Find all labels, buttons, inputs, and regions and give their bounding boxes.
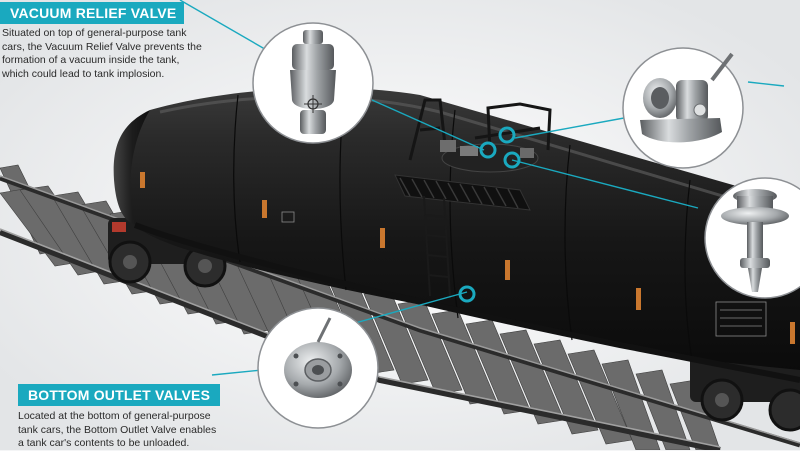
vacuum-relief-valve-description: Situated on top of general-purpose tank …	[2, 27, 202, 80]
placard-stripes	[140, 172, 795, 344]
callout-leaders	[179, 0, 785, 376]
bottom-outlet-valve-icon	[257, 307, 379, 429]
vacuum-relief-marker	[479, 141, 497, 159]
pressure-relief-valve-icon	[704, 177, 800, 299]
bottom-outlet-valves-description: Located at the bottom of general-purpose…	[18, 410, 217, 449]
handrails	[408, 98, 552, 161]
under-frame	[133, 222, 800, 383]
tank-shell	[120, 87, 800, 370]
pressure-relief-marker	[503, 151, 521, 169]
side-ladder	[423, 195, 451, 299]
vacuum-relief-valve-title: VACUUM RELIEF VALVE	[0, 2, 184, 24]
bottom-outlet-valves-title: BOTTOM OUTLET VALVES	[18, 384, 220, 406]
stencil-markings	[281, 211, 767, 337]
fitting-markers	[458, 126, 521, 303]
angle-valve-icon	[622, 47, 744, 169]
vacuum-relief-valve-icon	[252, 22, 374, 144]
top-platform	[394, 98, 552, 299]
angle-valve-marker	[498, 126, 516, 144]
tank-end-cap	[113, 110, 150, 225]
bottom-outlet-marker	[458, 285, 476, 303]
